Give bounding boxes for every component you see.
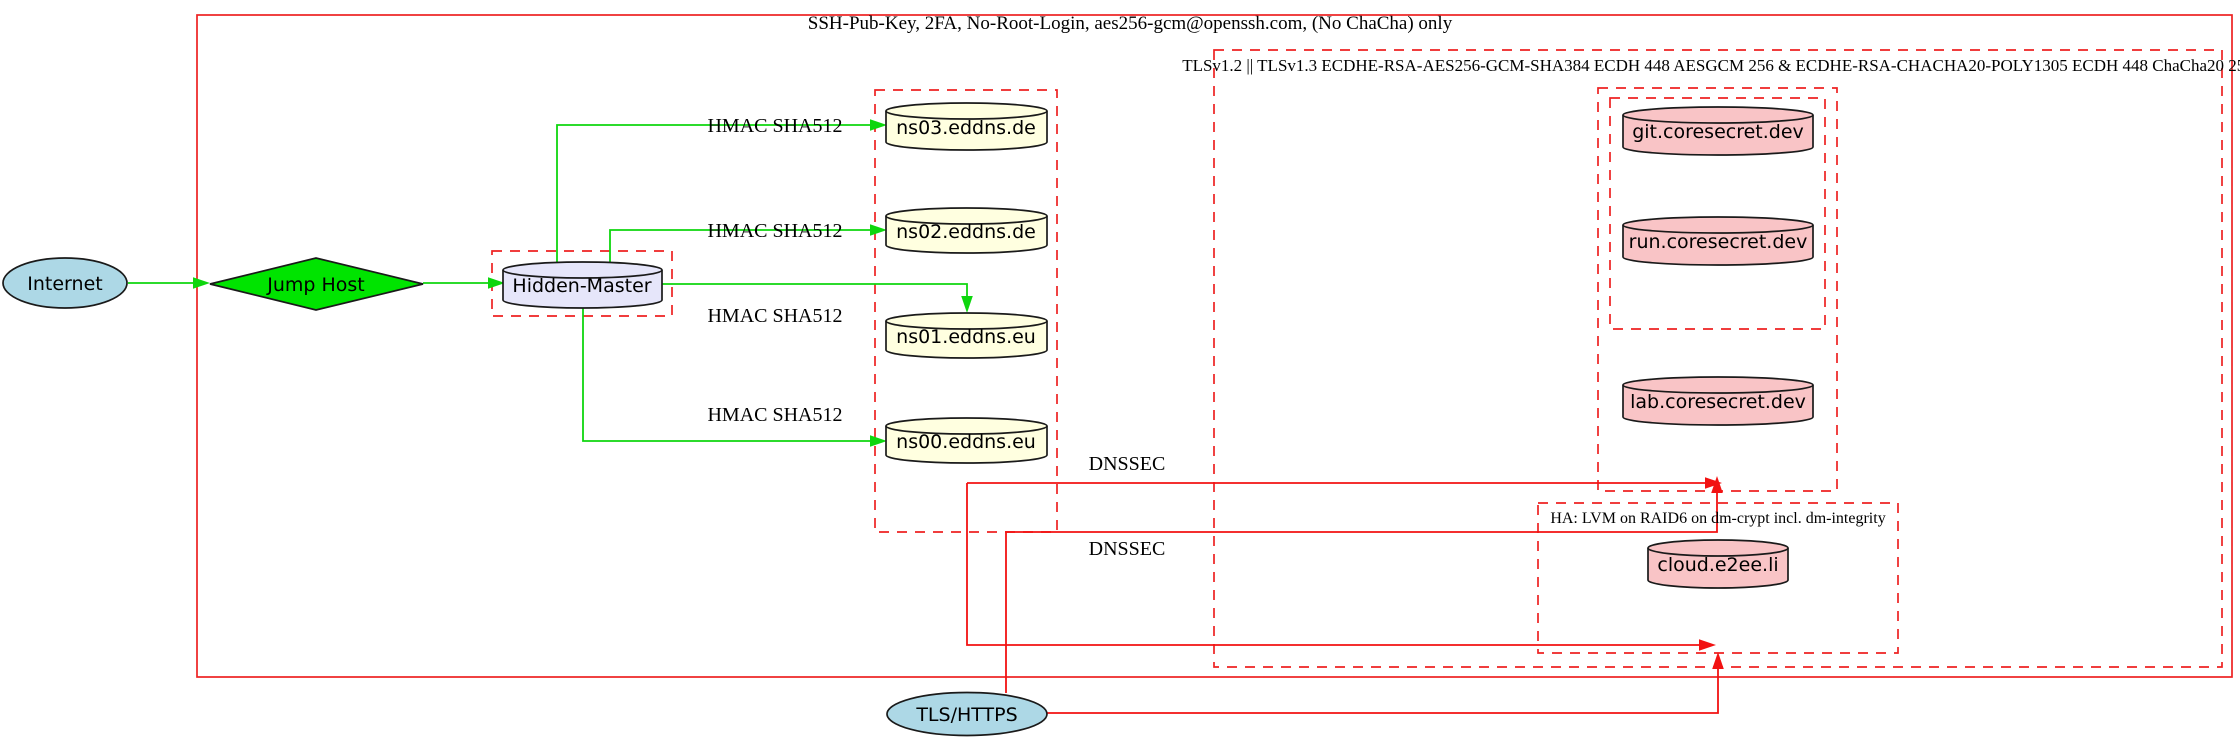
red-arrowheads [1699, 476, 1724, 669]
node-ns03-label: ns03.eddns.de [896, 117, 1036, 139]
green-arrowheads [193, 119, 973, 447]
edge-hiddenmaster-ns02 [609, 229, 872, 262]
edge-hiddenmaster-ns01 [662, 283, 968, 298]
node-jump-host-label: Jump Host [266, 274, 365, 296]
node-run-label: run.coresecret.dev [1629, 231, 1808, 253]
arrowhead-right-coresecret [1705, 477, 1722, 489]
node-run [1622, 216, 1814, 266]
node-ns01-label: ns01.eddns.eu [896, 326, 1036, 348]
cluster-ha-label: HA: LVM on RAID6 on dm-crypt incl. dm-in… [1550, 510, 1885, 527]
node-lab [1622, 376, 1814, 426]
red-edges [966, 482, 1719, 714]
node-ns02-label: ns02.eddns.de [896, 221, 1036, 243]
edge-label-hmac-ns00: HMAC SHA512 [707, 404, 842, 426]
node-ns00 [885, 417, 1048, 464]
green-edges [128, 124, 968, 442]
node-ns02 [885, 207, 1048, 254]
edge-hiddenmaster-ns03 [556, 124, 872, 262]
node-cloud [1647, 539, 1789, 589]
edge-label-hmac-ns03: HMAC SHA512 [707, 115, 842, 137]
edge-dnssec-to-ha [966, 483, 1700, 646]
cluster-eddns-box [874, 89, 1058, 533]
cluster-ssh-box [196, 14, 2233, 678]
arrowhead-up-coresecret [1711, 476, 1723, 493]
arrowhead-right-ha [1699, 639, 1716, 651]
edge-label-dnssec-2: DNSSEC [1089, 538, 1166, 560]
node-git [1622, 106, 1814, 156]
node-hidden-master-label: Hidden-Master [512, 275, 651, 297]
node-hidden-master [502, 261, 663, 309]
node-jump-host [209, 257, 424, 311]
edge-label-hmac-ns02: HMAC SHA512 [707, 220, 842, 242]
node-internet [2, 257, 128, 309]
edge-hiddenmaster-ns00 [582, 306, 872, 442]
arrowhead-into-hiddenmaster [488, 277, 505, 289]
node-ns03 [885, 102, 1048, 151]
edge-label-dnssec-1: DNSSEC [1089, 453, 1166, 475]
node-tls-https-label: TLS/HTTPS [915, 704, 1017, 726]
edge-label-hmac-ns01: HMAC SHA512 [707, 305, 842, 327]
arrowhead-into-ns03 [870, 119, 887, 131]
edge-tlshttps-to-coresecret [1005, 493, 1718, 693]
node-tls-https [886, 691, 1048, 737]
cluster-ssh-label: SSH-Pub-Key, 2FA, No-Root-Login, aes256-… [808, 13, 1453, 34]
node-internet-label: Internet [27, 273, 102, 295]
node-lab-label: lab.coresecret.dev [1630, 391, 1806, 413]
arrowhead-into-jumphost [193, 277, 210, 289]
node-cloud-label: cloud.e2ee.li [1657, 554, 1778, 576]
arrowhead-into-ns00 [870, 435, 887, 447]
node-ns00-label: ns00.eddns.eu [896, 431, 1036, 453]
cluster-gitrun-box [1609, 97, 1826, 330]
arrowhead-into-ns02 [870, 224, 887, 236]
arrowhead-up-ha [1712, 652, 1724, 669]
node-ns01 [885, 312, 1048, 359]
arrowhead-into-ns01 [961, 296, 973, 313]
cluster-tls-label: TLSv1.2 || TLSv1.3 ECDHE-RSA-AES256-GCM-… [1182, 56, 2240, 75]
node-git-label: git.coresecret.dev [1632, 121, 1804, 143]
edge-tlshttps-to-ha [1047, 668, 1719, 714]
